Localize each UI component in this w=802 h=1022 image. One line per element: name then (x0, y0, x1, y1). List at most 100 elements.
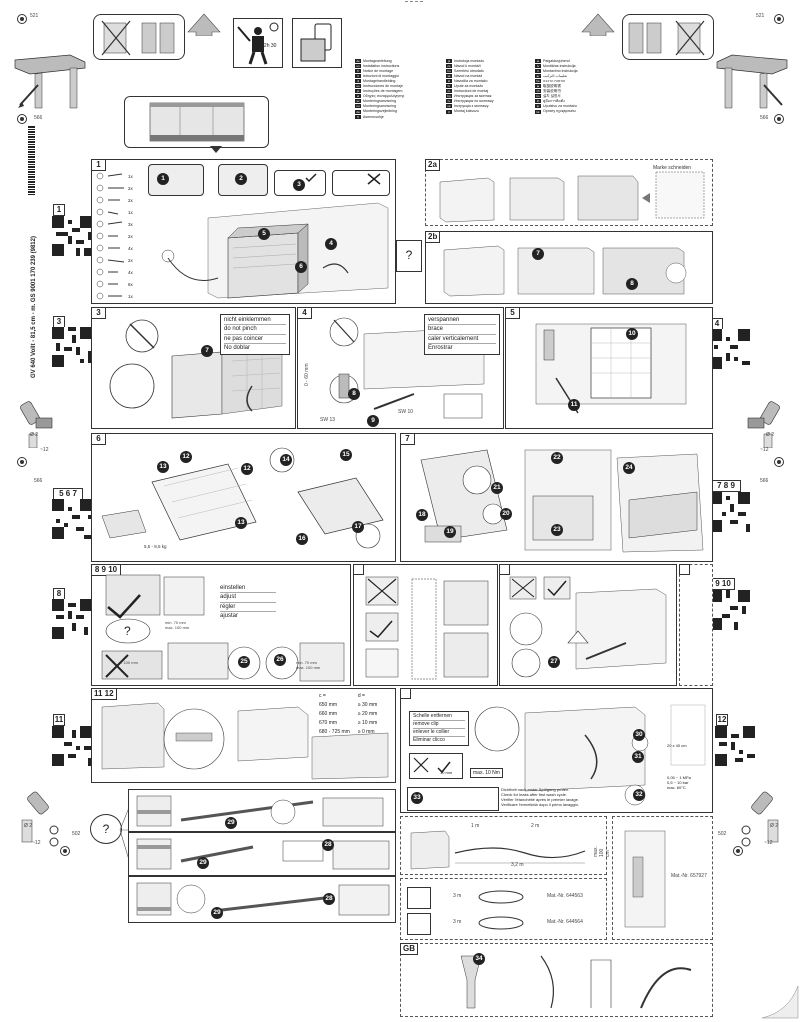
section-number: 4 (297, 307, 312, 319)
step-badge: 28 (323, 893, 335, 905)
dim-label: 502 (72, 831, 81, 837)
duration-label: ~2h 30 (261, 43, 277, 49)
section-5-panel: 5 10 11 (505, 307, 713, 429)
qr-code (52, 327, 92, 367)
section-checkbox (499, 564, 510, 575)
material-number: Mat.-Nr. 644564 (547, 919, 583, 925)
qr-code (710, 590, 750, 630)
step-illustration: 1 (148, 164, 204, 196)
hose-extension-panel: 1 m 2 m 3,2 m max. 100 cm (400, 816, 611, 875)
wrench-size: SW 13 (320, 417, 336, 423)
leak-check-notice: Dichtheit nach erster Spülgang prüfen.Ch… (501, 787, 579, 807)
triangle-down-icon (210, 146, 222, 153)
step-badge: 7 (201, 345, 213, 357)
qr-code (710, 329, 750, 369)
step-badge: 26 (274, 654, 286, 666)
step-badge: 8 (626, 278, 638, 290)
dim-label: 521 (756, 13, 765, 19)
material-number: Mat.-Nr. 657927 (671, 873, 707, 879)
step-badge: 24 (623, 462, 635, 474)
section-2a-panel: 2a Marke schneiden (425, 159, 713, 226)
cut-marker-label: Marke schneiden (653, 165, 692, 171)
cabinet-top-left-illustration (14, 54, 86, 109)
worktop-fix-illustration (101, 702, 389, 780)
registration-mark (60, 846, 70, 856)
dishwasher-front-illustration (124, 96, 269, 148)
hinge-adjust-illustration (365, 576, 489, 680)
section-10-panel (679, 564, 713, 686)
length-label: 3,2 m (511, 862, 524, 868)
step-badge: 18 (416, 509, 428, 521)
length-label: 1 m (471, 823, 480, 829)
section-number: GB (400, 943, 418, 955)
qr-code (710, 492, 750, 532)
length-label: max. 100 cm (593, 846, 611, 857)
step-wrong-illustration (332, 170, 390, 196)
question-bubble: ? (90, 814, 122, 844)
front-align-illustration (509, 576, 667, 678)
step-badge: 29 (225, 817, 237, 829)
step-badge: 17 (352, 521, 364, 533)
variant-3-panel: 29 28 (128, 876, 396, 923)
step-badge: 8 (348, 388, 360, 400)
barcode-text: GV 640 Vollt - 81,5 cm - m. GS 9001 170 … (31, 236, 37, 378)
step-badge: 27 (548, 656, 560, 668)
step-badge: 29 (197, 857, 209, 869)
step-badge: 29 (211, 907, 223, 919)
step-badge: 6 (295, 261, 307, 273)
cross-icon (367, 173, 381, 185)
step-badge: 12 (241, 463, 253, 475)
dim-label: < 100 mm (120, 660, 138, 665)
drill-dia: Ø 2 (30, 432, 39, 438)
step-badge: 30 (633, 729, 645, 741)
drill-depth: ~12 (760, 447, 769, 453)
qr-label-12: 12 (716, 714, 728, 726)
cabinet-install-sequence (443, 245, 687, 297)
drill-depth: ~12 (32, 840, 41, 846)
barcode (28, 125, 35, 195)
section-number: 5 (505, 307, 520, 319)
max-torque-label: max. 10 Nm (470, 768, 503, 778)
step-ok-illustration: 3 (274, 170, 326, 196)
drill-illustration-right (747, 401, 780, 448)
qr-label-789: 7 8 9 (711, 480, 741, 492)
section-9b-panel: 27 (499, 564, 677, 686)
weight-label: 5,5 - 8,5 kg (144, 544, 167, 549)
qr-label-910: 9 10 (711, 578, 735, 590)
water-connection-illustration (474, 704, 706, 806)
drill-dia: Ø 2 (766, 432, 775, 438)
section-number: 3 (91, 307, 106, 319)
step-badge: 15 (340, 449, 352, 461)
dim-label: 566 (760, 478, 769, 484)
wrong-mounting-illustration-right (622, 14, 714, 60)
door-attach-illustration (420, 449, 704, 553)
dishwasher-install-illustration (161, 202, 389, 299)
section-6-panel: 6 5,5 - 8,5 kg 12 13 12 13 14 15 16 17 (91, 433, 396, 562)
step-badge: 12 (180, 451, 192, 463)
step-badge: 25 (238, 656, 250, 668)
door-adjust-illustration: ? (101, 574, 345, 682)
step-illustration: 2 (218, 164, 268, 196)
front-mount-illustration (535, 323, 687, 414)
step-badge: 13 (157, 461, 169, 473)
height-clearance-table: c =d = 650 mm≥ 30 mm 660 mm≥ 20 mm 670 m… (319, 693, 378, 735)
section-7-panel: 7 21 20 18 19 22 23 24 (400, 433, 713, 562)
leak-check-icons: 33 (407, 787, 499, 811)
qr-code (52, 726, 92, 766)
length-label: 2 m (531, 823, 540, 829)
step-badge: 9 (367, 415, 379, 427)
section-checkbox (400, 688, 411, 699)
strip-mount-illustration (136, 882, 390, 916)
step-badge: 11 (568, 399, 580, 411)
qr-code (52, 216, 92, 256)
step-badge: 16 (296, 533, 308, 545)
socket-icon (407, 887, 431, 909)
